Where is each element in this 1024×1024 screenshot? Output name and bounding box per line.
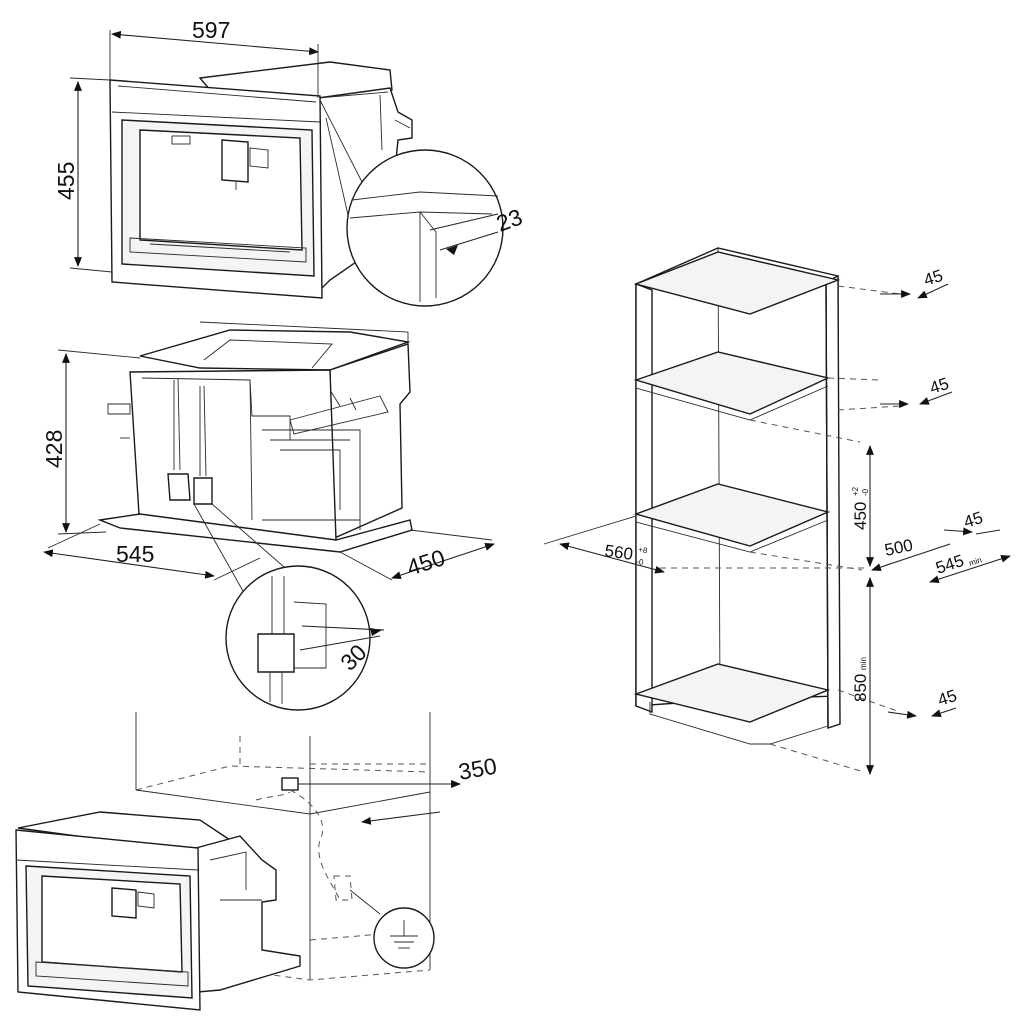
top-detail-magnifier (319, 99, 504, 307)
dim-45-top-label: 45 (921, 266, 945, 290)
dim-545-label: 545 (116, 541, 154, 567)
bottom-socket-cable (255, 777, 435, 969)
dim-45-upper-label: 45 (927, 374, 951, 398)
dim-560-tol-minus: -0 (636, 557, 645, 567)
dim-450-label: 450 (404, 544, 449, 581)
dim-500-label: 500 (883, 535, 915, 559)
dim-450-tol-minus: -0 (861, 488, 870, 496)
dim-450-cab-label: 450 (851, 502, 870, 530)
dim-850-label: 850 (851, 674, 870, 702)
dim-width-597: 597 (109, 17, 319, 98)
dim-height-455: 455 (53, 77, 113, 273)
tall-cabinet (633, 247, 901, 773)
dim-850-min-suffix: min (859, 657, 868, 670)
dim-45-middle-label: 45 (961, 508, 985, 532)
dim-455-label: 455 (53, 162, 79, 200)
top-appliance (109, 61, 413, 299)
middle-appliance (97, 321, 413, 553)
dim-597-label: 597 (192, 17, 230, 43)
dim-560-tol-plus: +8 (638, 545, 649, 555)
dim-45-bottom-label: 45 (935, 686, 959, 710)
dim-428-label: 428 (41, 430, 67, 468)
dim-depth-545: 545 (43, 523, 261, 581)
dim-350-label: 350 (456, 753, 498, 785)
dim-545-cab-label: 545 (933, 551, 966, 578)
dim-545-min-suffix: min (968, 555, 983, 568)
cabinet-dimensions: 45 45 450 +2 -0 45 500 545 min 560 +8 -0… (543, 266, 1011, 775)
dim-height-428: 428 (41, 349, 141, 535)
dim-450-tol-plus: +2 (851, 486, 860, 496)
dim-socket-350: 350 (298, 753, 499, 825)
middle-detail-magnifier (193, 503, 385, 711)
bottom-appliance (15, 811, 301, 1011)
dim-560-label: 560 (603, 541, 634, 564)
